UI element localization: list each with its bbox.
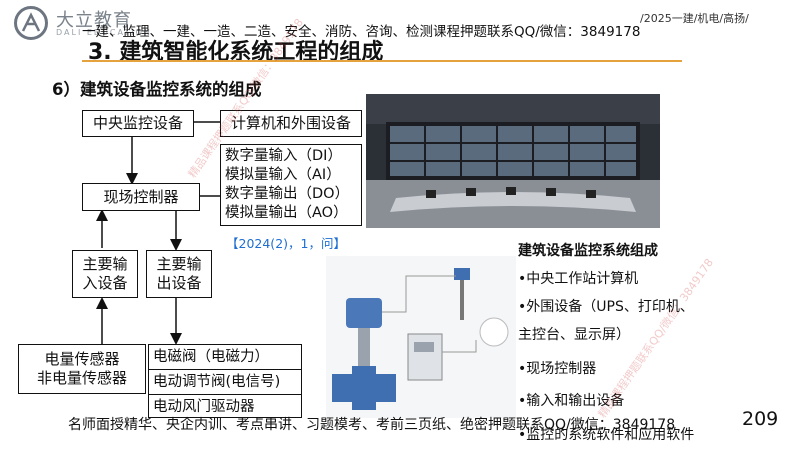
component-item: •监控的系统软件和应用软件: [518, 427, 695, 443]
actuator-valve: 电动调节阀(电信号): [149, 370, 301, 395]
main-output-box: 主要输 出设备: [146, 250, 212, 298]
computer-box: 计算机和外围设备: [220, 110, 362, 137]
page-number: 209: [742, 408, 779, 430]
logo-subtext: DALI EDUCATION: [56, 28, 152, 37]
computer-label: 计算机和外围设备: [230, 114, 351, 133]
components-heading: 建筑设备监控系统组成: [518, 243, 658, 259]
course-path: /2025一建/机电/高扬/: [640, 12, 749, 25]
top-banner: 一建、监理、一建、一造、二造、安全、消防、咨询、检测课程押题联系QQ/微信：38…: [82, 24, 641, 40]
sensor-electric: 电量传感器: [44, 350, 120, 369]
io-di: 数字量输入（DI）: [225, 148, 342, 164]
component-item: •输入和输出设备: [518, 393, 625, 409]
main-input-box: 主要输 入设备: [72, 250, 138, 298]
main-input-line2: 入设备: [82, 274, 128, 292]
field-controller-label: 现场控制器: [103, 187, 179, 206]
footer-banner: 名师面授精华、央企内训、考点串讲、习题模考、考前三页纸、绝密押题联系QQ/微信：…: [68, 417, 676, 433]
exam-tag: 【2024(2)，1，问】: [226, 236, 346, 251]
section-subtitle: 6）建筑设备监控系统的组成: [52, 80, 262, 99]
central-monitor-box: 中央监控设备: [82, 110, 194, 137]
io-list: 数字量输入（DI） 模拟量输入（AI） 数字量输出（DO） 模拟量输出（AO）: [220, 144, 362, 226]
main-input-line1: 主要输: [82, 255, 128, 274]
io-ai: 模拟量输入（AI）: [225, 167, 341, 183]
component-item: 主控台、显示屏）: [518, 327, 630, 343]
sensors-box: 电量传感器 非电量传感器: [18, 344, 146, 394]
actuator-solenoid: 电磁阀（电磁力）: [149, 345, 301, 370]
main-output-line2: 出设备: [156, 274, 202, 292]
logo-icon: [14, 6, 48, 40]
io-ao: 模拟量输出（AO）: [225, 205, 348, 221]
control-room-photo: [366, 94, 660, 228]
central-monitor-label: 中央监控设备: [92, 114, 183, 133]
field-controller-box: 现场控制器: [82, 183, 200, 211]
logo-text: 大立教育: [56, 10, 132, 31]
main-output-line1: 主要输: [156, 255, 202, 274]
actuator-damper: 电动风门驱动器: [153, 399, 255, 415]
actuators-box: 电磁阀（电磁力） 电动调节阀(电信号) 电动风门驱动器: [148, 344, 302, 418]
component-item: •外围设备（UPS、打印机、: [518, 299, 694, 315]
title-underline: [82, 60, 682, 62]
component-item: •现场控制器: [518, 361, 597, 377]
component-item: •中央工作站计算机: [518, 271, 639, 287]
valve-equipment-illustration: [326, 256, 516, 418]
io-do: 数字量输出（DO）: [225, 186, 350, 202]
sensor-non-electric: 非电量传感器: [36, 369, 127, 387]
